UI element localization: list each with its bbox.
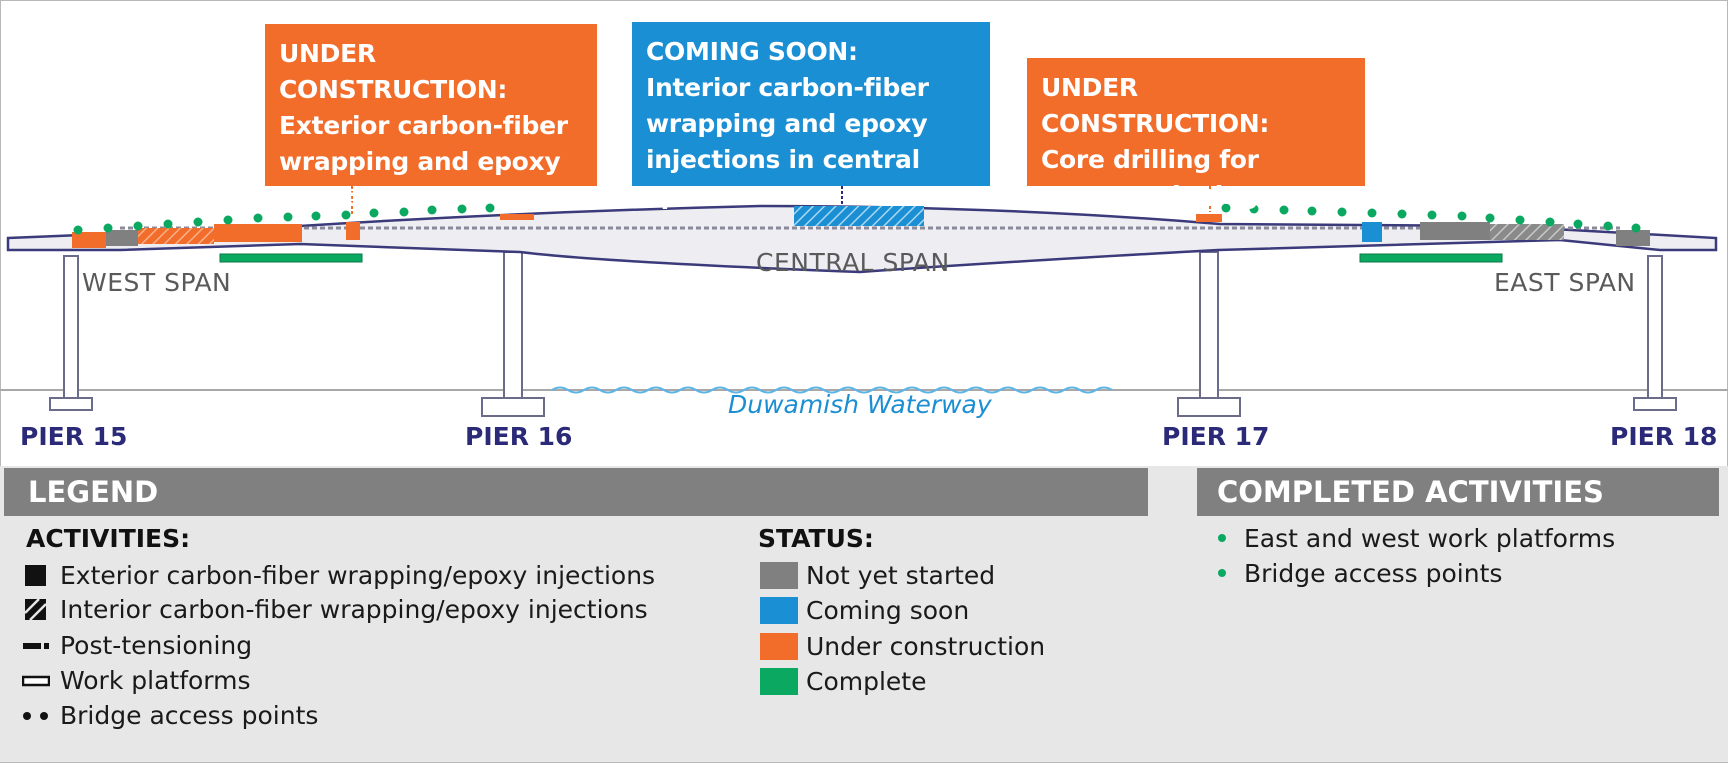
bridge-diagram: [0, 186, 1728, 417]
west-exterior-orange-4: [500, 214, 534, 220]
west-callout-line-1: Exterior carbon-fiber: [279, 111, 568, 140]
central-span-label: CENTRAL SPAN: [756, 248, 950, 277]
west-access-points: [73, 203, 495, 235]
west-callout-line-2: wrapping and epoxy: [279, 147, 561, 176]
activity-label: Post-tensioning: [60, 631, 253, 660]
central-callout-line-2: wrapping and epoxy: [646, 109, 928, 138]
bullet-icon: [1218, 569, 1226, 577]
completed-item-label: Bridge access points: [1244, 559, 1503, 588]
activities-heading: ACTIVITIES:: [26, 524, 191, 553]
west-span-label: WEST SPAN: [82, 268, 232, 297]
west-exterior-gray: [106, 230, 138, 246]
status-heading: STATUS:: [758, 524, 874, 553]
completed-item-label: East and west work platforms: [1244, 524, 1616, 553]
completed-activities-title-bar: COMPLETED ACTIVITIES: [1197, 468, 1719, 516]
pier-18-column: [1633, 255, 1677, 411]
east-gray-1: [1420, 222, 1490, 240]
east-callout-line-1: Core drilling for: [1041, 145, 1259, 174]
status-row-coming-soon: Coming soon: [760, 596, 969, 625]
status-row-not-started: Not yet started: [760, 561, 995, 590]
central-callout-heading: COMING SOON:: [646, 37, 858, 66]
status-swatch: [760, 597, 798, 624]
west-callout-line-3: injections: [279, 183, 414, 212]
access-points-icon: [22, 702, 50, 730]
central-span-callout: COMING SOON: Interior carbon-fiber wrapp…: [632, 22, 990, 210]
west-span-callout: UNDER CONSTRUCTION: Exterior carbon-fibe…: [265, 24, 597, 212]
east-gray-2: [1616, 230, 1650, 246]
east-span-label: EAST SPAN: [1494, 268, 1636, 297]
west-exterior-orange-1: [72, 232, 106, 248]
east-work-platform: [1359, 253, 1503, 263]
west-work-platform: [219, 253, 363, 263]
east-coming-soon-blue: [1362, 222, 1382, 242]
east-callout-line-2: post-tensioning: [1041, 181, 1259, 210]
waterway-waves: [551, 386, 1113, 394]
pier-15-column: [49, 255, 93, 411]
east-callout-heading: UNDER CONSTRUCTION:: [1041, 73, 1270, 138]
west-exterior-orange-2: [214, 224, 302, 242]
completed-item-access-points: Bridge access points: [1218, 559, 1502, 588]
completed-item-platforms: East and west work platforms: [1218, 524, 1615, 553]
pier-15-label: PIER 15: [20, 422, 128, 451]
status-label: Not yet started: [806, 561, 996, 590]
status-row-complete: Complete: [760, 667, 926, 696]
status-label: Coming soon: [806, 596, 970, 625]
bullet-icon: [1218, 534, 1226, 542]
post-tensioning-icon: [22, 632, 50, 660]
west-callout-heading: UNDER CONSTRUCTION:: [279, 39, 508, 104]
activity-label: Interior carbon-fiber wrapping/epoxy inj…: [60, 595, 648, 624]
central-callout-line-1: Interior carbon-fiber: [646, 73, 929, 102]
hatched-square-icon: [22, 596, 50, 624]
solid-square-icon: [22, 562, 50, 590]
pier-18-label: PIER 18: [1610, 422, 1718, 451]
east-access-points: [1221, 203, 1641, 233]
status-row-under-construction: Under construction: [760, 632, 1045, 661]
east-core-drilling-orange: [1196, 214, 1222, 222]
activity-label: Work platforms: [60, 666, 251, 695]
status-swatch: [760, 668, 798, 695]
activity-label: Bridge access points: [60, 701, 319, 730]
bridge-deck: [6, 204, 1718, 274]
central-callout-line-3: injections in central span: [646, 145, 920, 210]
waterway-label: Duwamish Waterway: [728, 390, 992, 419]
status-swatch: [760, 562, 798, 589]
central-interior-blue: [794, 206, 924, 226]
pier-16-label: PIER 16: [465, 422, 573, 451]
activity-row-post-tensioning: Post-tensioning: [22, 631, 252, 660]
work-platform-icon: [21, 667, 51, 695]
east-interior-gray: [1490, 224, 1564, 240]
activity-row-access-points: Bridge access points: [22, 701, 318, 730]
pier-16-column: [481, 251, 545, 417]
west-interior-orange: [138, 228, 214, 244]
activity-row-work-platforms: Work platforms: [21, 666, 251, 695]
activity-label: Exterior carbon-fiber wrapping/epoxy inj…: [60, 561, 656, 590]
activity-row-interior: Interior carbon-fiber wrapping/epoxy inj…: [22, 595, 648, 624]
status-swatch: [760, 633, 798, 660]
status-label: Complete: [806, 667, 927, 696]
pier-17-column: [1177, 251, 1241, 417]
east-span-callout: UNDER CONSTRUCTION: Core drilling for po…: [1027, 58, 1365, 210]
pier-17-label: PIER 17: [1162, 422, 1270, 451]
activity-row-exterior: Exterior carbon-fiber wrapping/epoxy inj…: [22, 561, 655, 590]
legend-title-bar: LEGEND: [4, 468, 1148, 516]
status-label: Under construction: [806, 632, 1046, 661]
west-exterior-orange-3: [346, 222, 360, 240]
